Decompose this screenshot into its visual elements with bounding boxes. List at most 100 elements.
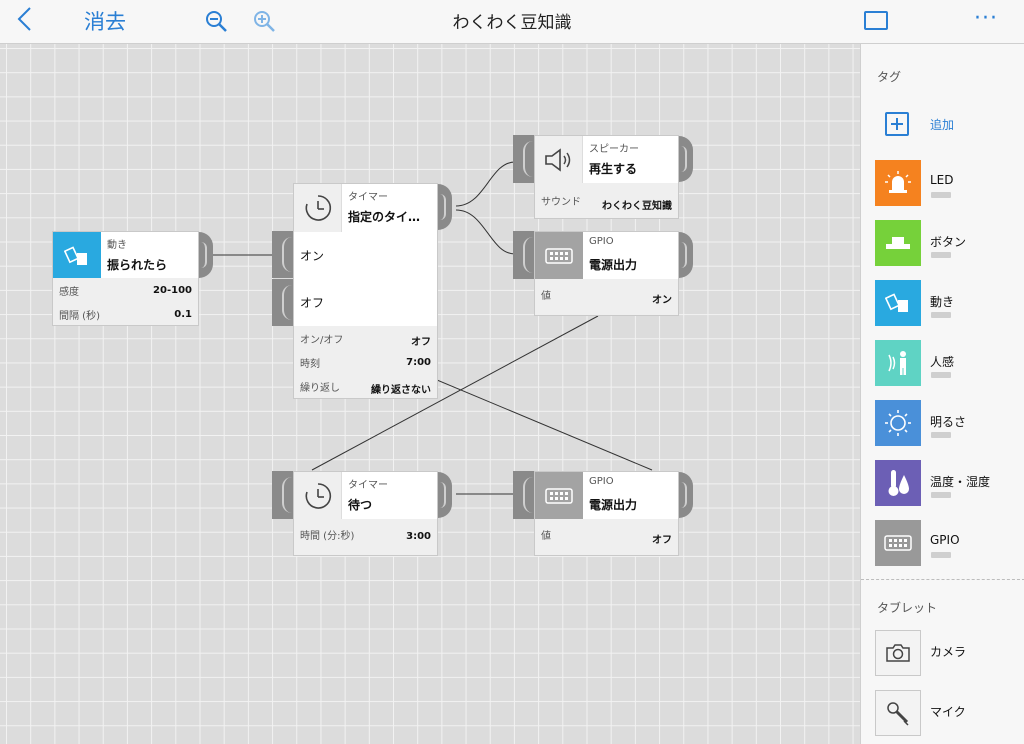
wire-timer1-speaker	[455, 161, 516, 207]
block-props: オン/オフオフ 時刻 7:00 繰り返し繰り返さない	[294, 326, 437, 398]
prop-row[interactable]: 繰り返し繰り返さない	[294, 374, 437, 398]
chevron-left-icon	[17, 7, 31, 31]
battery-icon	[931, 372, 951, 378]
port-label-on: オン	[300, 249, 325, 263]
tag-item-motion[interactable]: 動き	[875, 278, 1015, 328]
prop-key: オン/オフ	[300, 335, 344, 346]
brightness-icon	[875, 400, 921, 446]
block-category: 動き	[107, 240, 127, 251]
block-timer-wait[interactable]: タイマー 待つ 時間 (分:秒)3:00	[293, 471, 438, 556]
tag-item-gpio[interactable]: GPIO	[875, 518, 1015, 568]
block-name: 振られたら	[107, 258, 168, 272]
speaker-icon	[535, 136, 583, 184]
block-timer-scheduled[interactable]: タイマー 指定のタイ… オン オフ オン/オフオフ 時刻 7:00 繰り返し繰り返…	[293, 183, 438, 399]
tag-label: 明るさ	[930, 415, 967, 429]
prop-key: サウンド	[541, 197, 581, 208]
block-name: 指定のタイ…	[348, 210, 421, 224]
tag-item-led[interactable]: LED	[875, 158, 1015, 208]
tag-label: LED	[930, 173, 954, 187]
prop-row[interactable]: サウンドわくわく豆知識	[535, 183, 678, 218]
prop-row[interactable]: 時間 (分:秒)3:00	[294, 519, 437, 555]
output-port[interactable]	[679, 232, 693, 278]
more-button[interactable]: ···	[974, 6, 998, 31]
block-gpio-off[interactable]: GPIO 電源出力 値オフ	[534, 471, 679, 556]
battery-icon	[931, 432, 951, 438]
output-port[interactable]	[679, 136, 693, 182]
divider	[861, 579, 1024, 580]
prop-key: 値	[541, 531, 551, 542]
gpio-icon	[535, 472, 583, 520]
prop-key: 時間 (分:秒)	[300, 531, 355, 542]
output-port[interactable]	[438, 472, 452, 518]
prop-key: 時刻	[300, 359, 320, 370]
tablet-item-camera[interactable]: カメラ	[875, 628, 1015, 678]
zoom-in-button[interactable]	[252, 9, 278, 35]
tablet-label: マイク	[930, 705, 966, 719]
tag-label: 人感	[930, 355, 955, 369]
tags-section-title: タグ	[877, 70, 902, 84]
add-tag-label[interactable]: 追加	[930, 118, 955, 132]
zoom-out-button[interactable]	[204, 9, 230, 35]
input-port[interactable]	[272, 471, 294, 519]
prop-key: 感度	[59, 287, 79, 298]
sidebar: タグ 追加 LED ボタン 動き 人感 明るさ	[860, 44, 1024, 744]
block-gpio-on[interactable]: GPIO 電源出力 値オン	[534, 231, 679, 316]
connection-wires	[212, 161, 653, 495]
block-category: タイマー	[348, 192, 388, 203]
tag-label: ボタン	[930, 235, 967, 249]
block-motion[interactable]: 動き 振られたら 感度 20-100 間隔 (秒)0.1	[52, 231, 199, 326]
block-name: 電源出力	[589, 498, 638, 512]
back-button[interactable]	[14, 4, 40, 36]
add-tag-button[interactable]	[885, 112, 909, 136]
prop-value: 7:00	[406, 357, 431, 368]
prop-key: 間隔 (秒)	[59, 311, 100, 322]
wire-timer1-gpio1	[455, 209, 516, 255]
output-port[interactable]	[438, 184, 452, 230]
prop-row[interactable]: 間隔 (秒)0.1	[53, 302, 198, 326]
block-category: スピーカー	[589, 144, 639, 155]
battery-icon	[931, 552, 951, 558]
input-port-on[interactable]	[272, 231, 294, 278]
gpio-icon	[875, 520, 921, 566]
tablet-item-mic[interactable]: マイク	[875, 688, 1015, 738]
block-category: タイマー	[348, 480, 388, 491]
port-label-off: オフ	[300, 296, 325, 310]
tag-item-button[interactable]: ボタン	[875, 218, 1015, 268]
mic-icon	[875, 690, 921, 736]
block-props: 時間 (分:秒)3:00	[294, 519, 437, 555]
tag-item-brightness[interactable]: 明るさ	[875, 398, 1015, 448]
tag-label: 動き	[930, 295, 955, 309]
prop-row[interactable]: 値オフ	[535, 519, 678, 555]
top-bar: 消去 わくわく豆知識 ···	[0, 0, 1024, 44]
prop-row[interactable]: 時刻 7:00	[294, 350, 437, 374]
prop-value: 繰り返さない	[371, 385, 431, 396]
block-speaker[interactable]: スピーカー 再生する サウンドわくわく豆知識	[534, 135, 679, 219]
block-category: GPIO	[589, 236, 614, 247]
input-port[interactable]	[513, 135, 535, 183]
prop-row[interactable]: オン/オフオフ	[294, 326, 437, 350]
clear-button[interactable]: 消去	[84, 10, 126, 34]
prop-row[interactable]: 感度 20-100	[53, 278, 198, 302]
block-name: 再生する	[589, 162, 638, 176]
block-name: 電源出力	[589, 258, 638, 272]
input-port[interactable]	[513, 471, 535, 519]
wire-timer1-gpio2	[436, 379, 653, 471]
battery-icon	[931, 192, 951, 198]
flow-canvas[interactable]: 動き 振られたら 感度 20-100 間隔 (秒)0.1 タイマー 指定のタイ… …	[0, 44, 860, 744]
tag-item-temperature-humidity[interactable]: 温度・湿度	[875, 458, 1015, 508]
wire-gpio1-timer2	[311, 315, 599, 471]
output-port[interactable]	[679, 472, 693, 518]
output-port[interactable]	[199, 232, 213, 278]
panel-toggle-button[interactable]	[864, 11, 888, 30]
tag-item-human-sensor[interactable]: 人感	[875, 338, 1015, 388]
prop-key: 値	[541, 291, 551, 302]
tablet-section-title: タブレット	[877, 601, 938, 615]
input-port-off[interactable]	[272, 279, 294, 326]
block-props: 値オフ	[535, 519, 678, 555]
block-props: 感度 20-100 間隔 (秒)0.1	[53, 278, 198, 325]
input-port[interactable]	[513, 231, 535, 279]
led-icon	[875, 160, 921, 206]
button-icon	[875, 220, 921, 266]
prop-value: 20-100	[153, 285, 192, 296]
prop-row[interactable]: 値オン	[535, 279, 678, 315]
